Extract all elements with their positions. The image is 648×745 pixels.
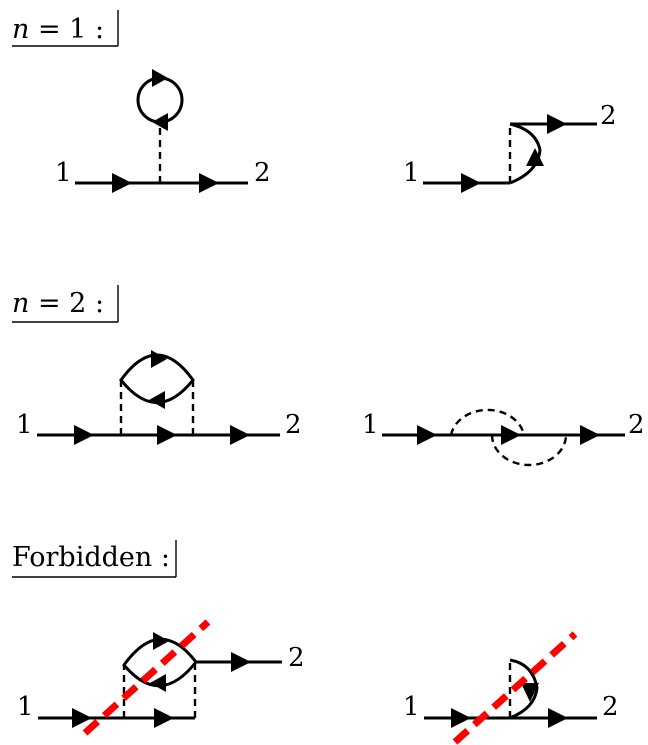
fermion-propagator (509, 658, 539, 720)
arrow-icon (149, 391, 165, 409)
label-in: 1 (403, 692, 420, 722)
arrow-icon (461, 173, 481, 193)
arrow-icon (547, 114, 567, 134)
label-in: 1 (403, 158, 420, 188)
arrow-icon (72, 708, 92, 728)
arrow-icon (153, 632, 169, 650)
heading-forbidden-text: Forbidden : (12, 542, 170, 573)
arrow-icon (548, 708, 568, 728)
arrow-icon (157, 425, 177, 445)
svg-text:n = 1 :: n = 1 : (12, 14, 104, 45)
heading-n1-variable: n (12, 14, 29, 45)
label-out: 2 (288, 643, 305, 673)
label-in: 1 (16, 410, 33, 440)
label-in: 1 (362, 410, 379, 440)
label-in: 1 (17, 692, 34, 722)
forbidden-cut-line (452, 631, 578, 745)
fermion-bubble (119, 353, 195, 404)
section-heading-n1: n = 1 : (12, 10, 119, 47)
label-out: 2 (254, 158, 271, 188)
arrow-icon (152, 113, 168, 131)
arrow-icon (526, 148, 544, 166)
interaction-arc (490, 434, 568, 467)
heading-n2-variable: n (12, 288, 29, 319)
fermion-loop (136, 76, 184, 124)
label-in: 1 (55, 158, 72, 188)
label-out: 2 (285, 410, 302, 440)
label-out: 2 (628, 410, 645, 440)
forbidden-cut-line (82, 619, 211, 736)
arrow-icon (152, 69, 168, 87)
diagram-exchange: 1 2 (403, 101, 617, 193)
arrow-icon (150, 674, 166, 692)
diagram-forbidden-bubble: 1 2 (17, 619, 305, 736)
section-heading-forbidden: Forbidden : (12, 540, 177, 578)
arrow-icon (451, 708, 471, 728)
arrow-icon (521, 683, 539, 702)
arrow-icon (231, 652, 251, 672)
heading-n2-equation: = 2 : (29, 288, 104, 319)
label-out: 2 (602, 692, 619, 722)
diagram-forbidden-loop: 1 2 (403, 631, 619, 745)
arrow-icon (74, 425, 94, 445)
arrow-icon (580, 425, 600, 445)
arrow-icon (151, 350, 167, 368)
section-heading-n2: n = 2 : (12, 285, 119, 323)
arrow-icon (501, 425, 521, 445)
svg-text:n = 2 :: n = 2 : (12, 288, 104, 319)
label-out: 2 (600, 101, 617, 131)
fermion-propagator (509, 122, 542, 185)
diagram-crossed: 1 2 (362, 408, 645, 467)
arrow-icon (112, 173, 132, 193)
arrow-icon (417, 425, 437, 445)
arrow-icon (230, 425, 250, 445)
diagram-tadpole: 1 2 (55, 69, 271, 193)
arrow-icon (154, 708, 174, 728)
arrow-icon (199, 173, 219, 193)
diagram-bubble: 1 2 (16, 350, 302, 445)
heading-n1-equation: = 1 : (29, 14, 104, 45)
